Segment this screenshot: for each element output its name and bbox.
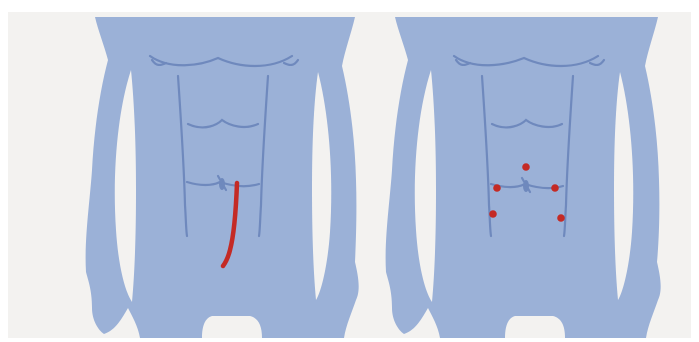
- torso-right: [386, 17, 661, 338]
- torso-left: [86, 17, 359, 338]
- port-site-left-lower: [489, 210, 497, 218]
- port-site-umbilical: [522, 163, 530, 171]
- port-site-left-upper: [493, 184, 501, 192]
- port-site-right-lower: [557, 214, 565, 222]
- port-site-right-upper: [551, 184, 559, 192]
